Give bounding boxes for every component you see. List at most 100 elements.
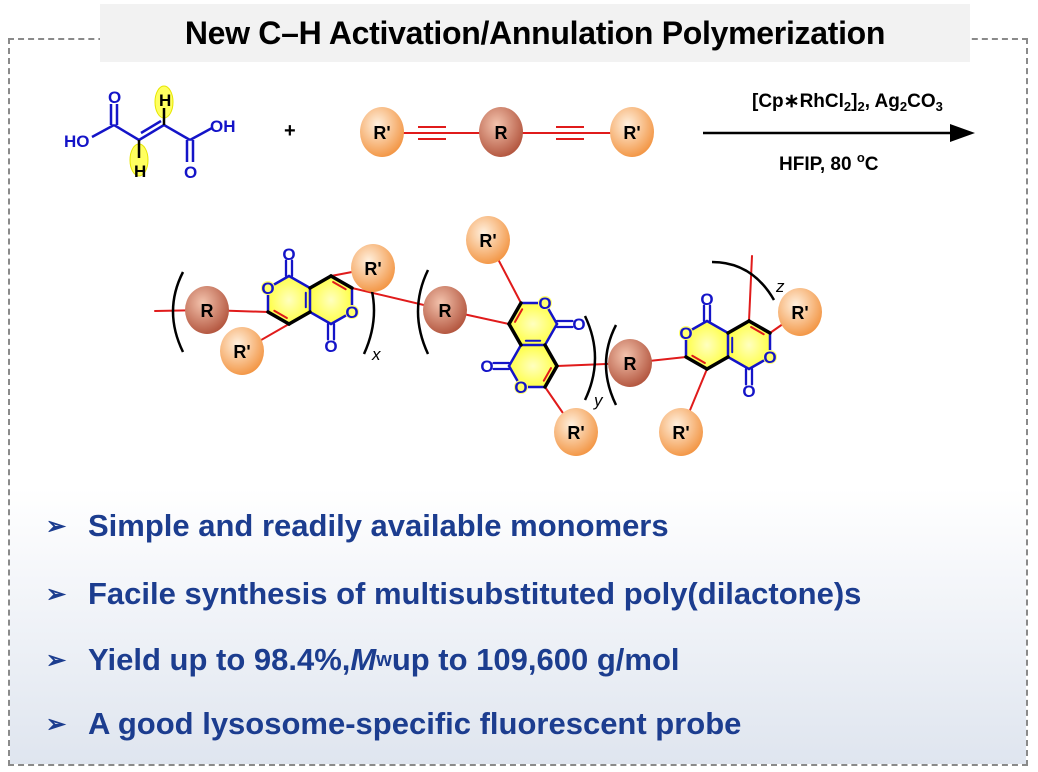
bracket-open [416,269,430,355]
carbonyl-oxygen-label: O [480,357,493,376]
lactone-ring [509,345,557,387]
lactone-ring [509,303,557,345]
atom-mask [538,296,552,310]
core-label: R [624,354,637,374]
end-group-label: R' [373,123,390,143]
bullet-text: Facile synthesis of multisubstituted pol… [88,576,862,611]
fumaric-acid [91,85,213,177]
bullet-arrow-icon: ➢ [46,512,67,540]
ring-oxygen-label: O [345,303,358,322]
carbonyl-oxygen-label: O [324,337,337,356]
cond-text: ] [851,91,858,112]
ring-bond [287,310,312,326]
substituent-group-R-prime: R' [220,327,264,375]
ring-oxygen-label: O [261,279,274,298]
substituent-circle [220,327,264,375]
cond-text: , Ag [864,91,900,112]
atom-mask [261,281,275,295]
carbonyl-oxygen-label: O [572,315,585,334]
carbonyl-oxygen-label: O [282,245,295,264]
bracket-close [711,260,776,301]
core-group-label: R [495,123,508,143]
cond-sub: 3 [935,99,943,114]
bullet-text: A good lysosome-specific fluorescent pro… [88,706,742,741]
subscript-z: z [775,277,785,296]
ring-bond [543,364,559,389]
substituent-label: R' [791,303,808,323]
substituent-label: R' [364,259,381,279]
ring-bond [308,310,333,326]
bracket-open [604,324,618,406]
highlights-panel [10,488,1026,764]
ring-oxygen-label: O [538,294,551,313]
substituent-group-R-prime: R' [554,408,598,456]
ring-bond [747,319,772,335]
substituent-group-R-prime: R' [351,244,395,292]
bullet-text-italic: M [350,642,377,677]
atom-mask [514,380,528,394]
cond-sub: 2 [899,99,908,114]
core-circle [423,286,467,334]
ring-bond [726,355,751,371]
substituent-group-R-prime: R' [466,216,510,264]
substituent-circle [351,244,395,292]
bullet-arrow-icon: ➢ [46,710,67,738]
double-bond-line [542,367,552,382]
oxygen-label: O [184,163,197,182]
oxygen-label: O [108,88,121,107]
page-title: New C–H Activation/Annulation Polymeriza… [184,14,886,51]
ring-bond [287,274,312,290]
core-label: R [201,301,214,321]
subscript-x: x [371,345,381,364]
bracket-open [171,271,185,353]
bullet-subscript: w [376,648,392,671]
bullet-item: ➢ A good lysosome-specific fluorescent pr… [46,706,741,742]
monomer-core-group: R [479,107,523,157]
degree-sign: o [856,150,865,165]
cond-text: ∗ [783,91,800,112]
hydroxyl-label: OH [210,117,236,136]
reaction-arrow [703,124,975,142]
lactone-ring [268,276,310,324]
bullet-text: Simple and readily available monomers [88,508,669,543]
substituent-circle [659,408,703,456]
ring-bond [726,319,751,335]
lactone-ring [310,276,352,324]
lactone-ring [686,321,728,369]
catalyst-conditions: [Cp∗RhCl2]2, Ag2CO3 [752,90,943,114]
hydrogen-label: H [159,91,171,110]
cond-sub: 2 [857,99,865,114]
bullet-item: ➢Facile synthesis of multisubstituted po… [46,576,861,612]
ring-bond [543,343,559,368]
core-circle [608,339,652,387]
title-banner: New C–H Activation/Annulation Polymeriza… [100,4,970,62]
ring-bond [684,355,709,371]
bullet-text: up to 109,600 g/mol [391,642,680,677]
atom-mask [763,350,777,364]
substituent-circle [554,408,598,456]
ring-bond [329,274,354,290]
bracket-close [583,315,597,401]
substituent-group-R-prime: R' [659,408,703,456]
substituent-label: R' [233,342,250,362]
carbonyl-oxygen-label: O [742,382,755,401]
cond-sub: 2 [843,99,852,114]
substituent-label: R' [567,423,584,443]
substituent-label: R' [479,231,496,251]
core-label: R [439,301,452,321]
hydroxyl-label: HO [64,132,90,151]
substituent-circle [778,288,822,336]
cond-text: HFIP, 80 [779,154,857,175]
core-group-R: R [423,286,467,334]
monomer-end-group: R' [610,107,654,157]
double-bond-line [332,281,347,291]
double-bond-line [691,354,706,364]
plus-sign: + [284,120,296,142]
atom-mask [679,326,693,340]
subscript-y: y [593,391,604,410]
repeat-brackets [171,260,776,406]
ring-oxygen-label: O [763,348,776,367]
